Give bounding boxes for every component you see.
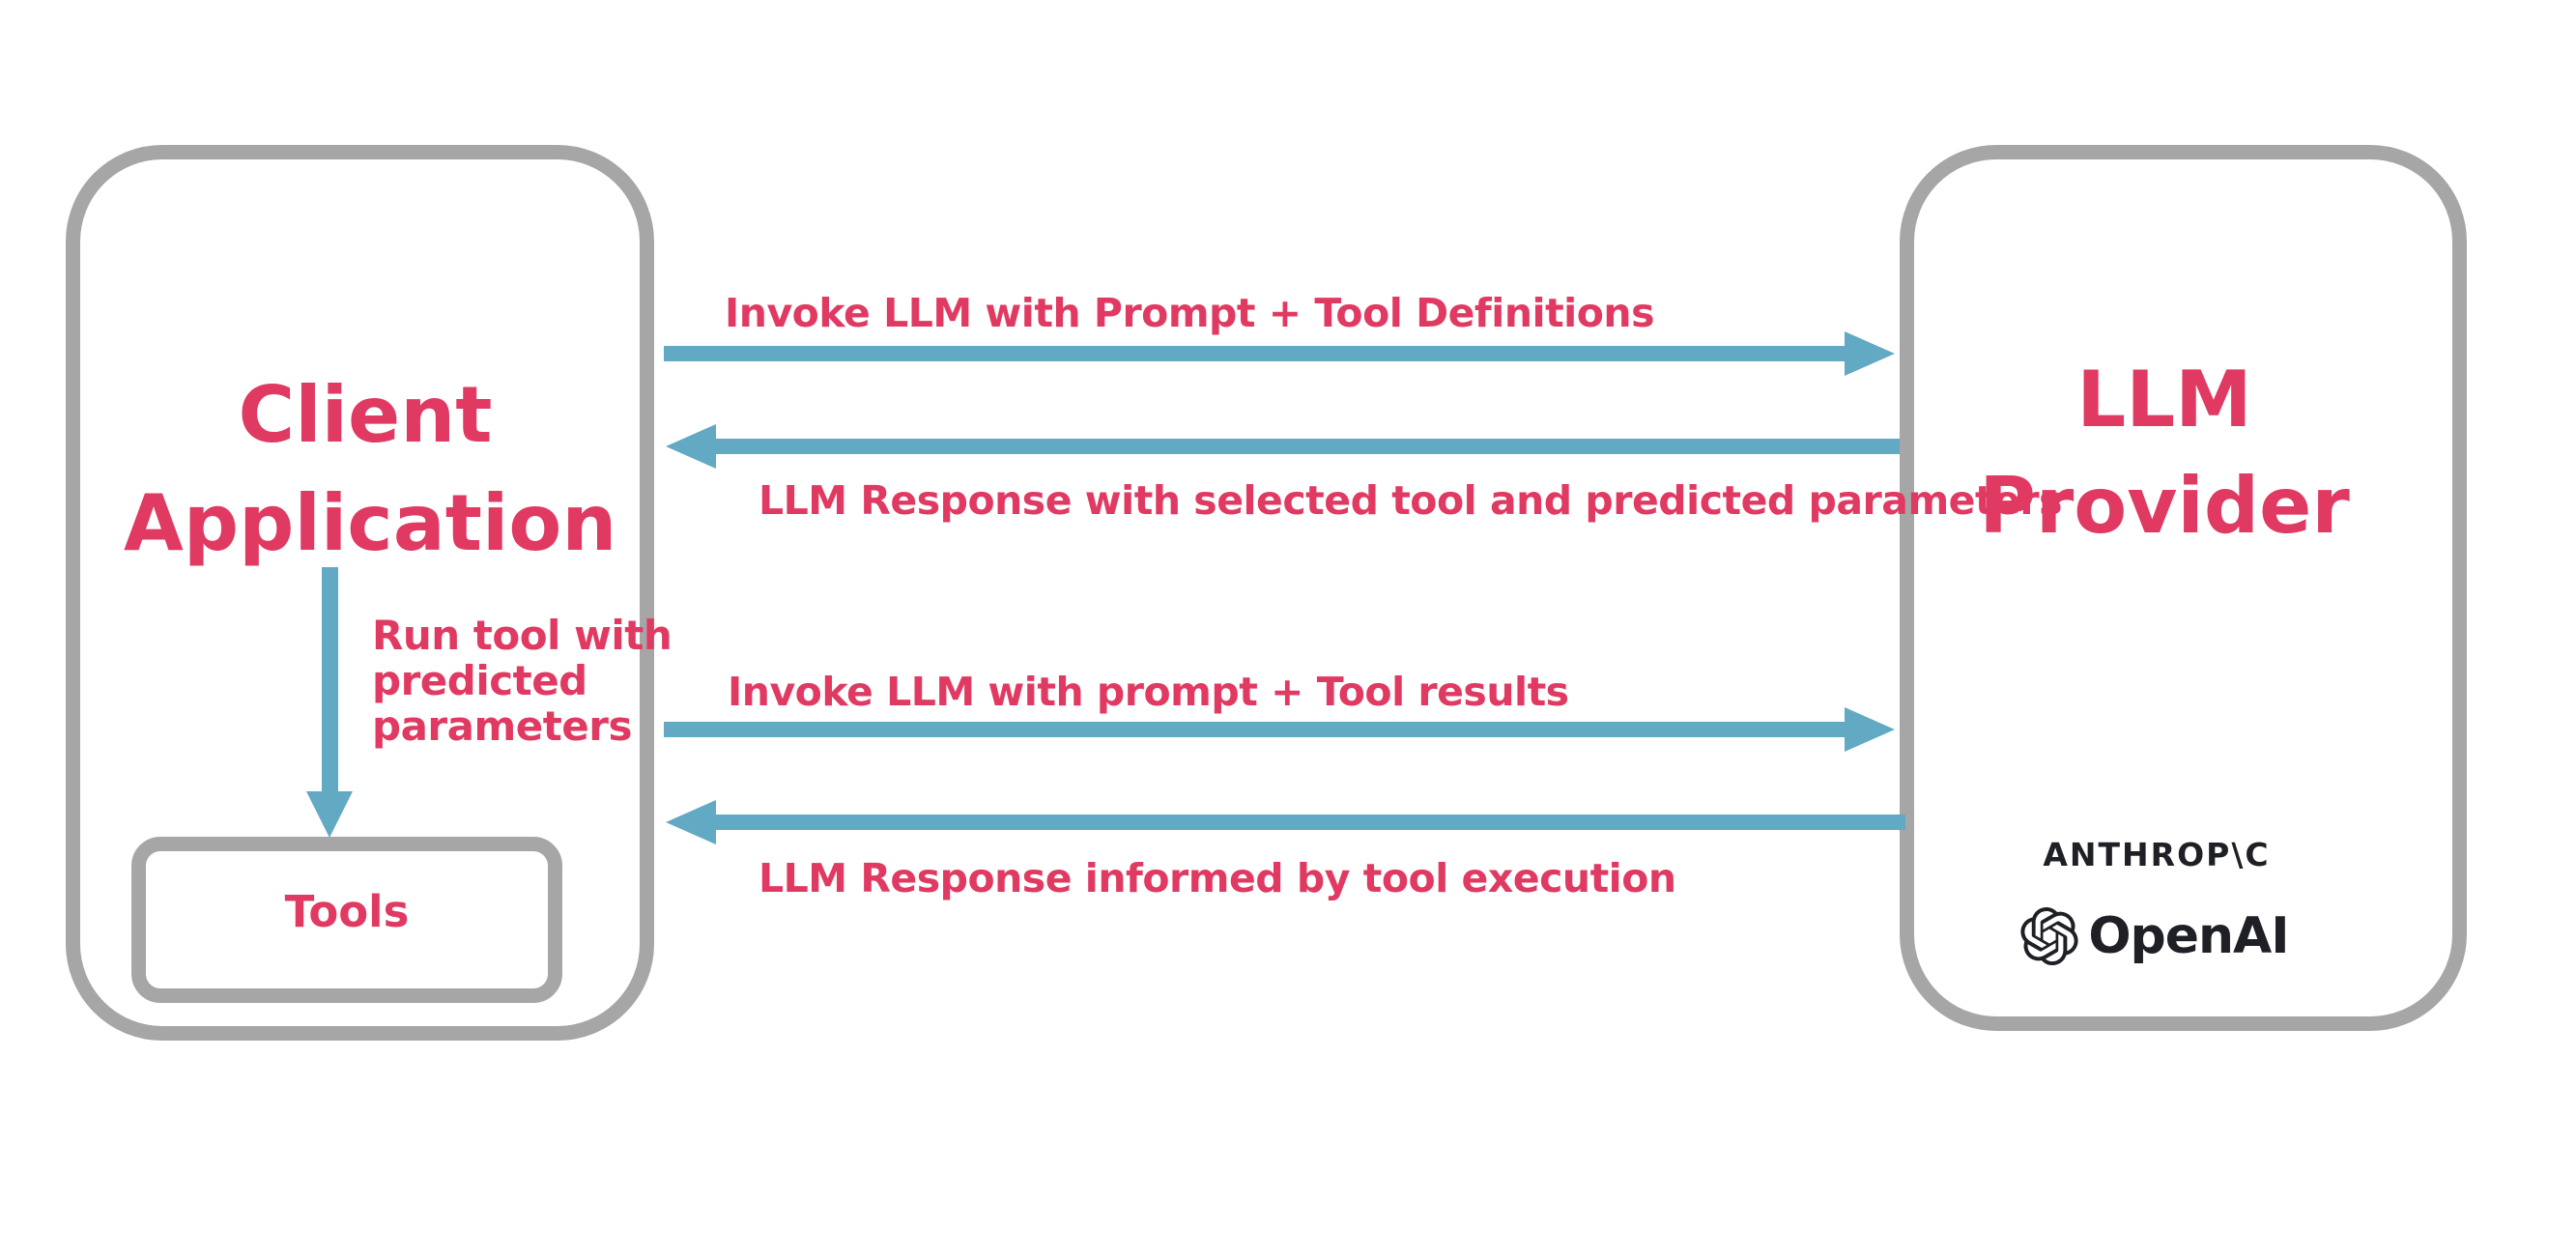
tools-label: Tools <box>284 886 410 937</box>
response-informed-arrow <box>666 800 1905 844</box>
response-selected-tool-arrow-shaft <box>714 439 1900 454</box>
run-tool-arrow-shaft <box>322 567 338 793</box>
invoke-results-label: Invoke LLM with prompt + Tool results <box>728 669 1569 715</box>
response-selected-tool-label: LLM Response with selected tool and pred… <box>758 477 2063 524</box>
right-arrowhead-icon <box>1845 707 1895 752</box>
run-tool-arrow <box>306 567 354 838</box>
llm-title-line2: Provider <box>1979 461 2350 551</box>
llm-provider-title: LLM Provider <box>1923 347 2406 559</box>
openai-icon <box>2020 907 2078 965</box>
response-informed-arrow-shaft <box>714 815 1905 830</box>
client-title-line2: Application <box>124 478 617 568</box>
response-selected-tool-arrow <box>666 424 1900 469</box>
llm-title-line1: LLM <box>2076 355 2252 444</box>
llm-provider-box <box>1900 145 2467 1031</box>
run-tool-arrowhead-icon <box>306 791 353 838</box>
left-arrowhead-icon <box>666 800 716 844</box>
run-tool-label: Run tool with predicted parameters <box>372 612 673 750</box>
invoke-definitions-arrow <box>664 331 1895 376</box>
tools-box <box>131 837 562 1003</box>
invoke-results-arrow <box>664 707 1895 752</box>
left-arrowhead-icon <box>666 424 716 469</box>
client-title-line1: Client <box>238 370 493 460</box>
anthropic-wordmark: ANTHROP\C <box>2043 836 2271 873</box>
client-application-title: Client Application <box>124 361 617 578</box>
invoke-definitions-label: Invoke LLM with Prompt + Tool Definition… <box>725 290 1654 336</box>
invoke-results-arrow-shaft <box>664 722 1846 737</box>
openai-logo-row: OpenAI <box>1913 903 2396 969</box>
right-arrowhead-icon <box>1845 331 1895 376</box>
openai-wordmark: OpenAI <box>2088 907 2289 965</box>
response-informed-label: LLM Response informed by tool execution <box>758 855 1676 901</box>
invoke-definitions-arrow-shaft <box>664 346 1846 361</box>
